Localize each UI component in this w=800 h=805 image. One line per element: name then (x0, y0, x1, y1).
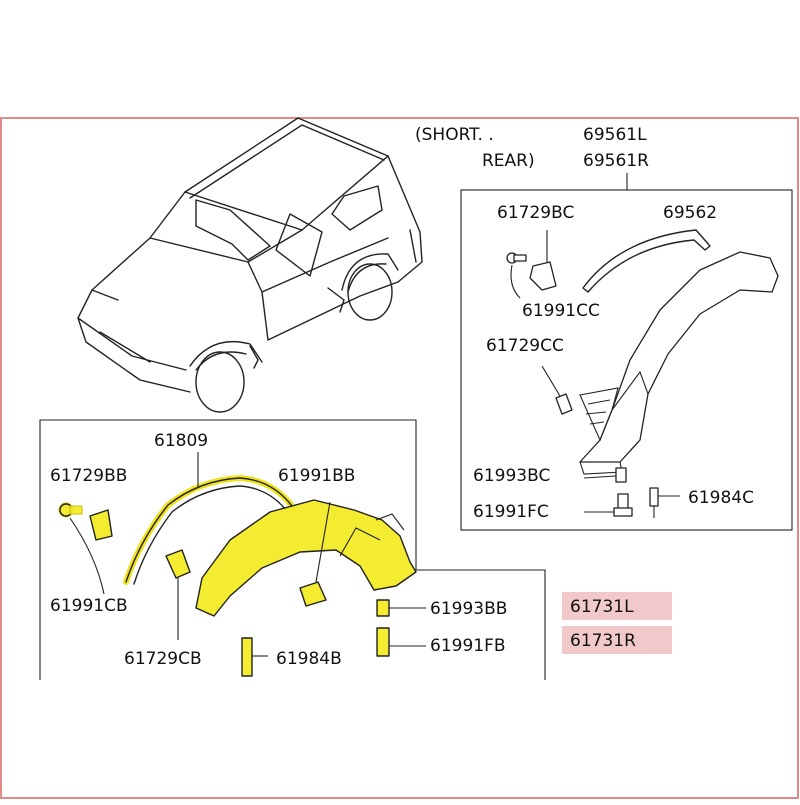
label-61729BC: 61729BC (497, 203, 574, 223)
clip-61729BC (529, 230, 557, 291)
label-61731L: 61731L (570, 597, 634, 617)
vehicle-illustration (77, 117, 423, 413)
label-61991BB: 61991BB (278, 466, 355, 486)
front-parts-box (39, 419, 546, 680)
part-number-box-L (562, 592, 672, 620)
outer-frame (0, 117, 799, 799)
clip-61729BB (89, 509, 113, 541)
label-61729CC: 61729CC (486, 336, 564, 356)
label-61984C: 61984C (688, 488, 754, 508)
label-61731R: 61731R (570, 631, 636, 651)
label-69561R: 69561R (583, 151, 649, 171)
label-61809: 61809 (154, 431, 208, 451)
front-fasteners (376, 599, 426, 657)
pin-61984B (241, 637, 268, 677)
label-61991FB: 61991FB (430, 636, 506, 656)
rear-fender-flare (579, 251, 779, 475)
label-69562: 69562 (663, 203, 717, 223)
clip-61729CC (541, 365, 573, 415)
rear-fasteners (583, 467, 680, 518)
clip-61729CB (165, 549, 191, 640)
label-61729CB: 61729CB (124, 649, 202, 669)
label-short-rear-1: (SHORT. . (415, 125, 494, 145)
screw-61991CB (58, 502, 105, 595)
label-61984B: 61984B (276, 649, 342, 669)
label-short-rear-2: REAR) (482, 151, 535, 171)
part-number-box-R (562, 626, 672, 654)
label-61991CB: 61991CB (50, 596, 128, 616)
front-molding-61809 (123, 475, 295, 585)
label-69561L: 69561L (583, 125, 647, 145)
label-61991CC: 61991CC (522, 301, 600, 321)
label-61991FC: 61991FC (473, 502, 549, 522)
screw-61991BB (299, 501, 331, 607)
label-61993BC: 61993BC (473, 466, 550, 486)
label-61993BB: 61993BB (430, 599, 507, 619)
screw-61991CC (506, 252, 527, 299)
front-fender-flare (195, 499, 417, 617)
rear-molding (582, 229, 711, 293)
label-61729BB: 61729BB (50, 466, 127, 486)
